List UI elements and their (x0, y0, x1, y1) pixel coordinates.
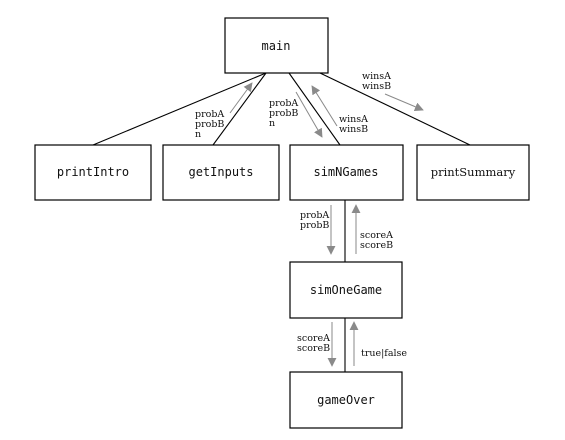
edge-main-getInputs (212, 72, 267, 146)
box-simNGames: simNGames (289, 144, 404, 201)
box-label-simNGames: simNGames (313, 165, 378, 179)
box-simOneGame: simOneGame (289, 261, 403, 319)
annotation-text: n (195, 129, 201, 140)
edge-main-printIntro (92, 72, 267, 146)
box-label-printSummary: printSummary (431, 165, 516, 179)
annotation-text: probB (300, 220, 329, 231)
annotation-text: probB (269, 108, 298, 119)
box-printSummary: printSummary (416, 144, 530, 201)
annotation-text: scoreB (297, 343, 330, 354)
annotation-text: scoreA (297, 333, 330, 344)
annotation-text: probA (300, 210, 329, 221)
annotation-simNGames-params: probA probB n (269, 98, 298, 129)
annotation-simNGames-return: winsA winsB (339, 114, 368, 135)
box-label-main: main (262, 39, 291, 53)
annotation-text: probA (195, 109, 224, 120)
annotation-text: winsA (339, 114, 368, 125)
box-getInputs: getInputs (162, 144, 280, 201)
annotation-simOneGame-return: scoreA scoreB (360, 230, 393, 251)
box-label-getInputs: getInputs (188, 165, 253, 179)
flow-arrow-main-to-printSummary (384, 93, 424, 112)
box-printIntro: printIntro (34, 144, 152, 201)
annotation-text: true|false (361, 348, 407, 359)
annotation-text: probB (195, 119, 224, 130)
box-label-printIntro: printIntro (57, 165, 129, 179)
annotation-text: winsB (339, 124, 368, 135)
box-label-gameOver: gameOver (317, 393, 375, 407)
box-gameOver: gameOver (289, 371, 403, 429)
annotation-text: scoreB (360, 240, 393, 251)
flow-arrow-getInputs-to-main (229, 82, 253, 114)
annotation-printSummary-params: winsA winsB (362, 71, 391, 92)
annotation-text: winsB (362, 81, 391, 92)
flow-arrow-main-to-simNGames (295, 91, 323, 138)
annotation-getInputs-return: probA probB n (195, 109, 224, 140)
box-label-simOneGame: simOneGame (310, 283, 382, 297)
flow-arrow-simNGames-to-main (311, 85, 338, 127)
annotation-simOneGame-params: probA probB (300, 210, 329, 231)
annotation-gameOver-params: scoreA scoreB (297, 333, 330, 354)
edge-main-simNGames (288, 72, 341, 146)
annotation-text: n (269, 118, 275, 129)
annotation-text: winsA (362, 71, 391, 82)
annotation-text: probA (269, 98, 298, 109)
edge-main-printSummary (319, 72, 471, 146)
box-main: main (224, 17, 329, 74)
annotation-text: scoreA (360, 230, 393, 241)
annotation-gameOver-return: true|false (361, 348, 407, 359)
